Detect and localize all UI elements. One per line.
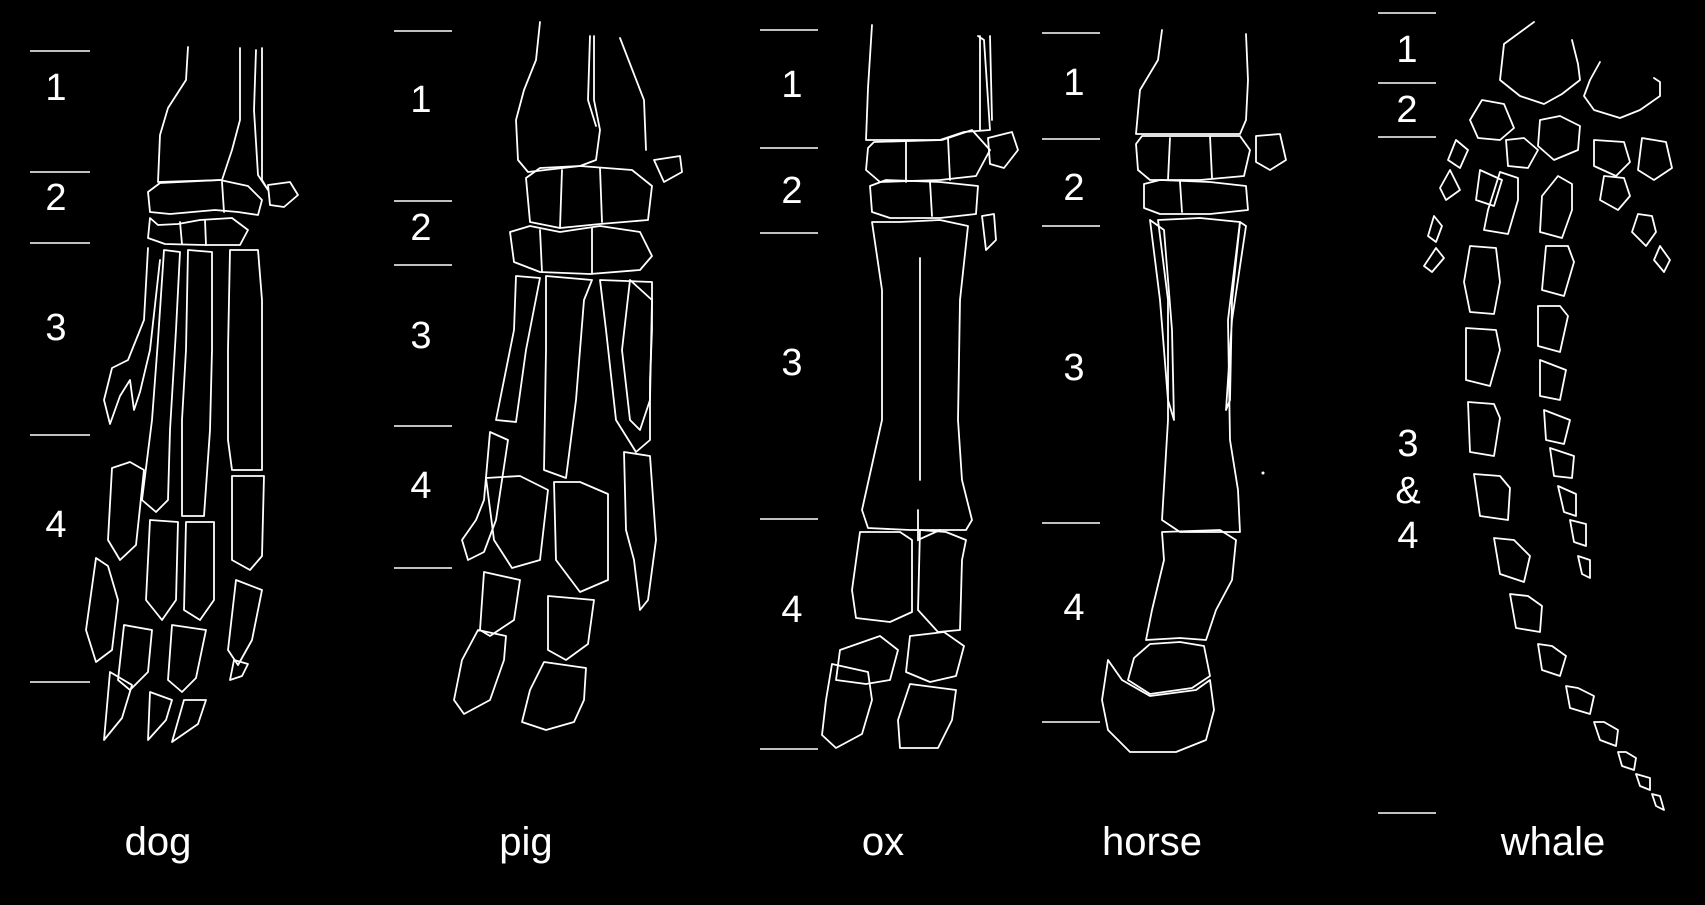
dog-metacarpal-3 bbox=[181, 249, 213, 517]
pig-hoof-right bbox=[521, 661, 587, 731]
dog-label-2: 2 bbox=[45, 177, 66, 219]
pig-label-2: 2 bbox=[410, 207, 431, 249]
horse-skeleton bbox=[1101, 29, 1287, 753]
whale-label-1: 1 bbox=[1396, 29, 1417, 71]
horse-panel: 1 2 3 4 horse bbox=[1042, 29, 1287, 864]
ox-label-3: 3 bbox=[781, 342, 802, 384]
pig-skeleton bbox=[453, 21, 683, 731]
dog-radius bbox=[157, 46, 241, 183]
pig-metacarpal-2 bbox=[495, 275, 541, 423]
ox-phalanx-right-1 bbox=[917, 529, 967, 633]
horse-radius bbox=[1135, 29, 1249, 135]
dog-carpal-row-1 bbox=[147, 179, 263, 216]
ox-hoof-right bbox=[897, 683, 957, 749]
ox-carpal-row-1 bbox=[865, 129, 991, 183]
dog-claw-1 bbox=[103, 671, 133, 741]
pig-metacarpal-3 bbox=[543, 275, 593, 479]
horse-second-phalanx bbox=[1127, 641, 1211, 695]
dog-label-3: 3 bbox=[45, 307, 66, 349]
whale-label-amp: & bbox=[1395, 470, 1420, 512]
whale-segment-rules bbox=[1378, 12, 1436, 814]
horse-carpal-row-1 bbox=[1135, 135, 1251, 181]
dog-metacarpal-1 bbox=[103, 247, 161, 425]
pig-dewclaw-left bbox=[461, 431, 509, 561]
whale-panel: 1 2 3 & 4 bbox=[1378, 12, 1673, 864]
horse-carpal-row-2 bbox=[1143, 179, 1249, 215]
whale-skeleton bbox=[1423, 21, 1673, 811]
dog-panel: 1 2 3 4 bbox=[30, 46, 299, 864]
horse-splint-left bbox=[1149, 219, 1175, 421]
pig-label: pig bbox=[499, 820, 552, 864]
dog-accessory-carpal bbox=[267, 181, 299, 208]
pig-dewclaw-right bbox=[623, 451, 657, 611]
pig-carpal-row-1 bbox=[525, 165, 653, 229]
ox-label: ox bbox=[862, 820, 904, 864]
dog-phalanx-row-2 bbox=[85, 557, 119, 663]
horse-segment-rules bbox=[1042, 32, 1100, 723]
ox-panel: 1 2 3 4 ox bbox=[760, 24, 1019, 864]
pig-metacarpal-5 bbox=[621, 279, 653, 431]
pig-label-4: 4 bbox=[410, 465, 431, 507]
ox-skeleton bbox=[821, 24, 1019, 749]
dog-label-1: 1 bbox=[45, 67, 66, 109]
ox-phalanx-left-1 bbox=[851, 531, 913, 623]
horse-label-1: 1 bbox=[1063, 62, 1084, 104]
dog-ulna bbox=[253, 47, 269, 191]
pig-hoof-left bbox=[453, 629, 507, 715]
pig-label-1: 1 bbox=[410, 79, 431, 121]
ox-phalanx-left-2 bbox=[835, 635, 899, 685]
ox-radius bbox=[865, 24, 991, 141]
ox-label-2: 2 bbox=[781, 170, 802, 212]
pig-phalanx-right bbox=[553, 481, 609, 593]
dog-claw-2 bbox=[147, 691, 173, 741]
pig-metacarpal-4 bbox=[599, 279, 653, 453]
dog-claw-3 bbox=[171, 699, 207, 743]
whale-label-3: 3 bbox=[1397, 423, 1418, 465]
pig-accessory-carpal bbox=[653, 155, 683, 183]
horse-label-4: 4 bbox=[1063, 587, 1084, 629]
pig-panel: 1 2 3 4 pig bbox=[394, 21, 683, 864]
ox-label-4: 4 bbox=[781, 589, 802, 631]
dog-metacarpal-2 bbox=[141, 249, 181, 513]
ox-label-1: 1 bbox=[781, 64, 802, 106]
horse-label-2: 2 bbox=[1063, 167, 1084, 209]
dog-carpal-row-2 bbox=[147, 217, 249, 246]
whale-label-4: 4 bbox=[1397, 515, 1418, 557]
ox-segment-rules bbox=[760, 29, 818, 750]
pig-phalanx-left bbox=[485, 475, 549, 569]
ox-metacarpal-5 bbox=[981, 213, 997, 251]
whale-ulna bbox=[1583, 61, 1661, 119]
pig-segment-rules bbox=[394, 30, 452, 569]
horse-splint-right bbox=[1225, 221, 1247, 411]
dog-segment-rules bbox=[30, 50, 90, 683]
pig-radius bbox=[515, 21, 601, 173]
horse-dot bbox=[1261, 471, 1265, 475]
pig-carpal-row-2 bbox=[509, 225, 653, 275]
pig-label-3: 3 bbox=[410, 315, 431, 357]
dog-label-4: 4 bbox=[45, 504, 66, 546]
ox-accessory-carpal bbox=[987, 131, 1019, 169]
dog-claw-4 bbox=[229, 659, 249, 681]
horse-first-phalanx bbox=[1145, 529, 1237, 641]
dog-skeleton bbox=[85, 46, 299, 743]
horse-accessory-carpal bbox=[1255, 133, 1287, 171]
whale-label-2: 2 bbox=[1396, 89, 1417, 131]
whale-radius bbox=[1499, 21, 1581, 105]
dog-metacarpal-4 bbox=[227, 249, 263, 471]
horse-label: horse bbox=[1102, 820, 1202, 864]
horse-label-3: 3 bbox=[1063, 347, 1084, 389]
whale-label: whale bbox=[1500, 820, 1606, 864]
dog-phalanx-row-1 bbox=[107, 461, 145, 561]
ox-cannon-bone bbox=[861, 219, 973, 531]
ox-hoof-left bbox=[821, 663, 873, 749]
ox-carpal-row-2 bbox=[869, 179, 979, 219]
dog-label: dog bbox=[125, 820, 192, 864]
ox-phalanx-right-2 bbox=[905, 631, 965, 683]
horse-hoof-bone bbox=[1101, 659, 1215, 753]
